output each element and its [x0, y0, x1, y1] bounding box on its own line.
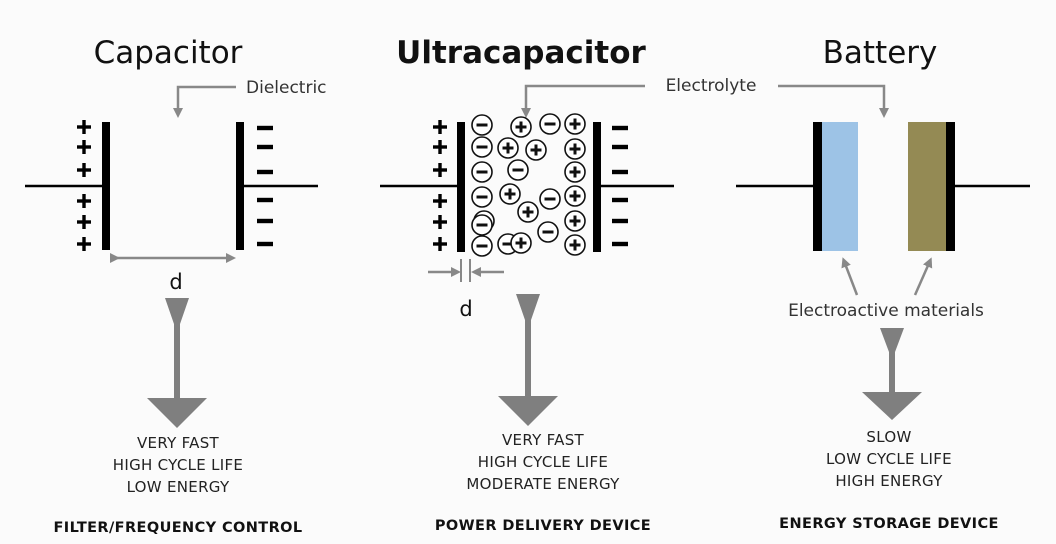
cation [499, 183, 521, 205]
positive-charge [77, 237, 91, 251]
dielectric-label: Dielectric [246, 78, 327, 98]
negative-charge [257, 218, 273, 224]
capacitor-property-2: HIGH CYCLE LIFE [113, 456, 243, 474]
cation [564, 161, 586, 183]
positive-charge [433, 215, 447, 229]
capacitor-positive-plate [102, 122, 110, 250]
ultracap-property-2: HIGH CYCLE LIFE [478, 453, 608, 471]
battery-property-2: LOW CYCLE LIFE [826, 450, 952, 468]
ultracap-positive-plate [457, 122, 465, 252]
capacitor-down-arrow [147, 298, 207, 428]
electrolyte-ions [471, 113, 586, 257]
cation [497, 137, 519, 159]
anion [507, 159, 529, 181]
negative-charge [612, 144, 628, 150]
anion [471, 186, 493, 208]
cation [510, 232, 532, 254]
battery-right-material [908, 122, 946, 251]
anion [471, 114, 493, 136]
capacitor-property-1: VERY FAST [137, 434, 220, 452]
anion [539, 113, 561, 135]
capacitor-positive-charges [77, 120, 91, 251]
negative-charge [257, 169, 273, 175]
positive-charge [77, 215, 91, 229]
negative-charge [257, 197, 273, 203]
electroactive-pointer-right [913, 257, 933, 296]
battery-application: ENERGY STORAGE DEVICE [779, 516, 999, 532]
anion [471, 161, 493, 183]
cation [517, 201, 539, 223]
anion [537, 221, 559, 243]
positive-charge [77, 194, 91, 208]
ultracap-negative-charges [612, 125, 628, 247]
positive-charge [433, 237, 447, 251]
anion [539, 188, 561, 210]
battery-down-arrow [862, 328, 922, 420]
capacitor-negative-charges [257, 125, 273, 247]
battery-title: Battery [823, 35, 938, 71]
capacitor-gap-label: d [169, 270, 182, 294]
cation [564, 234, 586, 256]
positive-charge [77, 120, 91, 134]
anion [471, 214, 493, 236]
positive-charge [433, 194, 447, 208]
ultracapacitor-panel: Ultracapacitor Electrolyte d VERY FAST H… [380, 35, 889, 534]
electrolyte-pointer-right [778, 84, 889, 118]
ultracap-positive-charges [433, 120, 447, 251]
positive-charge [433, 140, 447, 154]
negative-charge [257, 125, 273, 131]
positive-charge [77, 140, 91, 154]
negative-charge [612, 241, 628, 247]
capacitor-application: FILTER/FREQUENCY CONTROL [53, 520, 302, 536]
cation [564, 138, 586, 160]
electrolyte-label: Electrolyte [666, 76, 757, 96]
electroactive-pointer-left [841, 257, 859, 296]
battery-property-3: HIGH ENERGY [835, 472, 943, 490]
cation [510, 116, 532, 138]
cation [525, 139, 547, 161]
electroactive-label: Electroactive materials [788, 301, 984, 321]
electrolyte-pointer-left [521, 84, 645, 118]
capacitor-title: Capacitor [94, 35, 243, 71]
cation [564, 210, 586, 232]
negative-charge [612, 197, 628, 203]
anion [471, 136, 493, 158]
ultracap-property-1: VERY FAST [502, 431, 585, 449]
negative-charge [612, 169, 628, 175]
ultracap-property-3: MODERATE ENERGY [466, 475, 620, 493]
battery-left-electrode [813, 122, 822, 251]
ultracap-down-arrow [498, 294, 558, 426]
dielectric-callout: Dielectric [173, 78, 327, 118]
electrolyte-callout: Electrolyte [521, 76, 889, 118]
capacitor-panel: Capacitor Dielectric d VERY FAST HIGH CY… [25, 35, 327, 536]
dielectric-pointer [173, 85, 236, 118]
cation [564, 185, 586, 207]
ultracapacitor-title: Ultracapacitor [396, 35, 646, 71]
anion [471, 235, 493, 257]
positive-charge [433, 163, 447, 177]
capacitor-property-3: LOW ENERGY [127, 478, 230, 496]
ultracap-application: POWER DELIVERY DEVICE [435, 518, 651, 534]
negative-charge [257, 241, 273, 247]
negative-charge [257, 144, 273, 150]
battery-property-1: SLOW [866, 428, 911, 446]
ultracap-negative-plate [593, 122, 601, 252]
battery-panel: Battery Electroactive materials SLOW LOW… [736, 35, 1030, 532]
battery-left-material [822, 122, 858, 251]
positive-charge [77, 163, 91, 177]
cation [564, 113, 586, 135]
capacitor-negative-plate [236, 122, 244, 250]
positive-charge [433, 120, 447, 134]
battery-right-electrode [946, 122, 955, 251]
negative-charge [612, 218, 628, 224]
ultracap-gap-label: d [459, 297, 472, 321]
negative-charge [612, 125, 628, 131]
